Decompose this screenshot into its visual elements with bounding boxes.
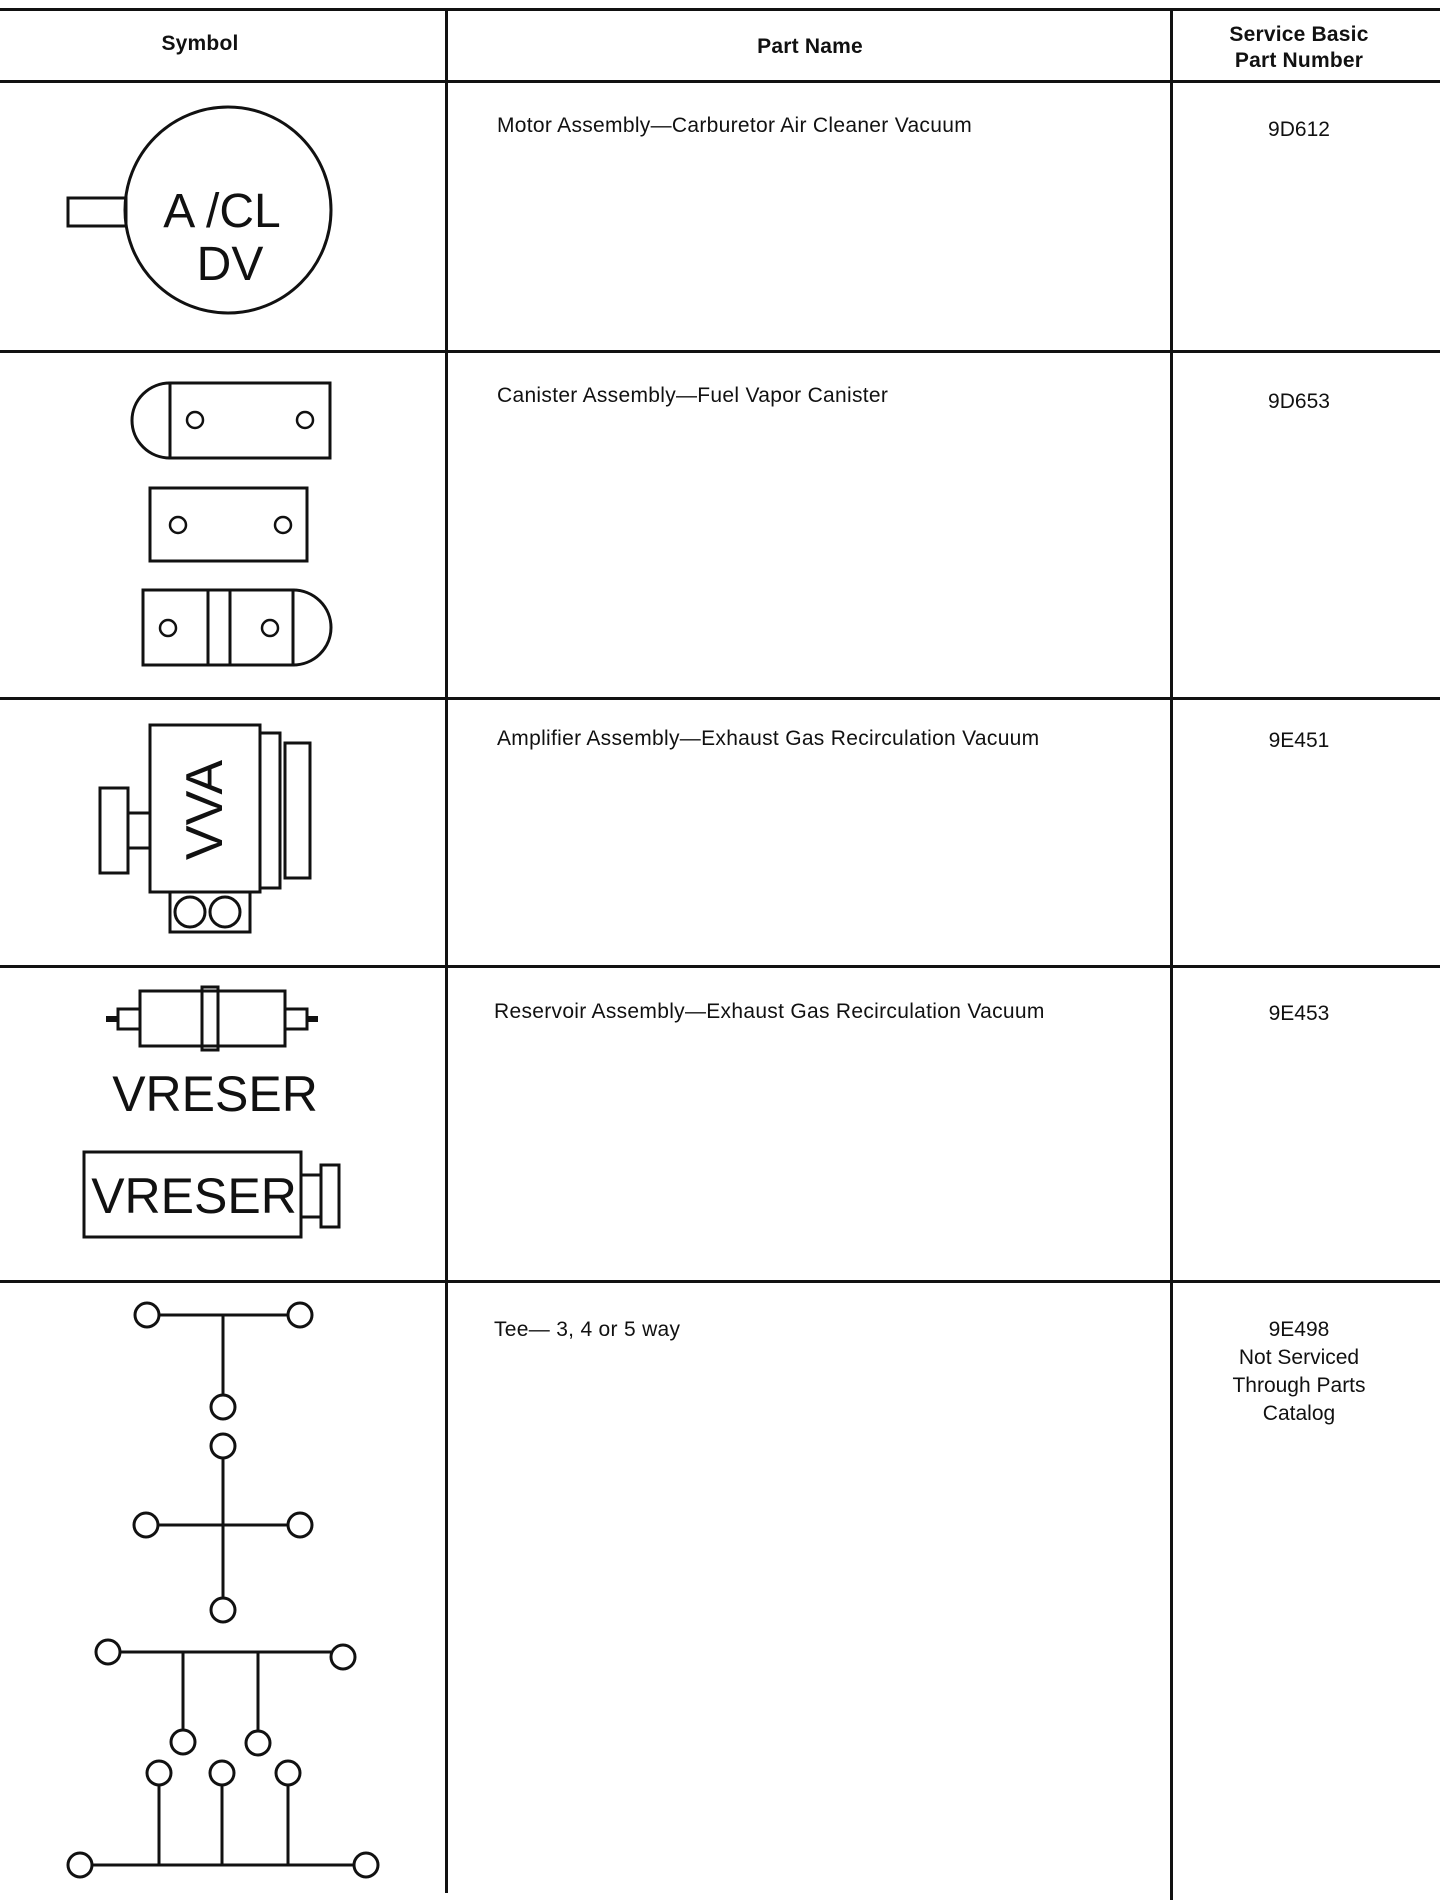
part-number-line: 9E451	[1268, 729, 1330, 752]
vacuum-reservoir-icon: VRESER VRESER	[82, 985, 341, 1239]
part-number-line: Not Serviced	[1238, 1346, 1360, 1369]
vacuum-tee-icon	[66, 1301, 380, 1879]
header-part-number-line2: Part Number	[1234, 49, 1364, 72]
canister-symbols	[0, 375, 440, 680]
row-divider-4	[0, 1280, 1440, 1283]
row-divider-2	[0, 697, 1440, 700]
header-part-number: Service Basic Part Number	[1176, 22, 1422, 74]
symbol-label-dv: DV	[197, 238, 264, 291]
header-divider	[0, 80, 1440, 83]
row-divider-3	[0, 965, 1440, 968]
column-divider-1	[445, 8, 448, 1893]
part-number-line: 9E498	[1268, 1318, 1330, 1341]
part-number-line: Catalog	[1262, 1402, 1336, 1425]
part-number-tee: 9E498 Not Serviced Through Parts Catalog	[1176, 1316, 1422, 1428]
part-name-amplifier: Amplifier Assembly—Exhaust Gas Recircula…	[497, 727, 1040, 750]
canister-icon	[130, 381, 333, 667]
part-number-reservoir: 9E453	[1176, 1000, 1422, 1028]
part-name-motor: Motor Assembly—Carburetor Air Cleaner Va…	[497, 114, 972, 137]
part-name-tee: Tee— 3, 4 or 5 way	[494, 1318, 681, 1341]
part-number-line: 9D653	[1268, 390, 1330, 413]
symbol-label-vreser-2: VRESER	[91, 1168, 297, 1224]
part-number-motor: 9D612	[1176, 116, 1422, 144]
part-number-canister: 9D653	[1176, 388, 1422, 416]
part-number-line: 9E453	[1268, 1002, 1330, 1025]
vacuum-amplifier-symbol: VVA	[0, 718, 440, 953]
part-name-reservoir: Reservoir Assembly—Exhaust Gas Recircula…	[494, 1000, 1045, 1023]
part-name-canister: Canister Assembly—Fuel Vapor Canister	[497, 384, 889, 407]
symbol-label-acl: A /CL	[163, 185, 280, 238]
part-number-amplifier: 9E451	[1176, 727, 1422, 755]
row-divider-1	[0, 350, 1440, 353]
column-divider-2	[1170, 8, 1173, 1900]
table-top-rule	[0, 8, 1440, 11]
air-cleaner-motor-icon: A /CL DV	[66, 105, 333, 315]
symbol-label-vreser-1: VRESER	[112, 1066, 318, 1122]
header-part-name: Part Name	[757, 35, 863, 58]
vacuum-tee-symbols	[0, 1295, 440, 1900]
header-part-number-line1: Service Basic	[1229, 23, 1369, 46]
symbol-label-vva: VVA	[176, 760, 234, 861]
air-cleaner-motor-symbol: A /CL DV	[0, 100, 440, 345]
vacuum-amplifier-icon: VVA	[98, 723, 312, 934]
part-number-line: Through Parts	[1232, 1374, 1366, 1397]
part-number-line: 9D612	[1268, 118, 1330, 141]
vacuum-reservoir-symbols: VRESER VRESER	[0, 985, 440, 1260]
header-symbol: Symbol	[161, 32, 239, 55]
